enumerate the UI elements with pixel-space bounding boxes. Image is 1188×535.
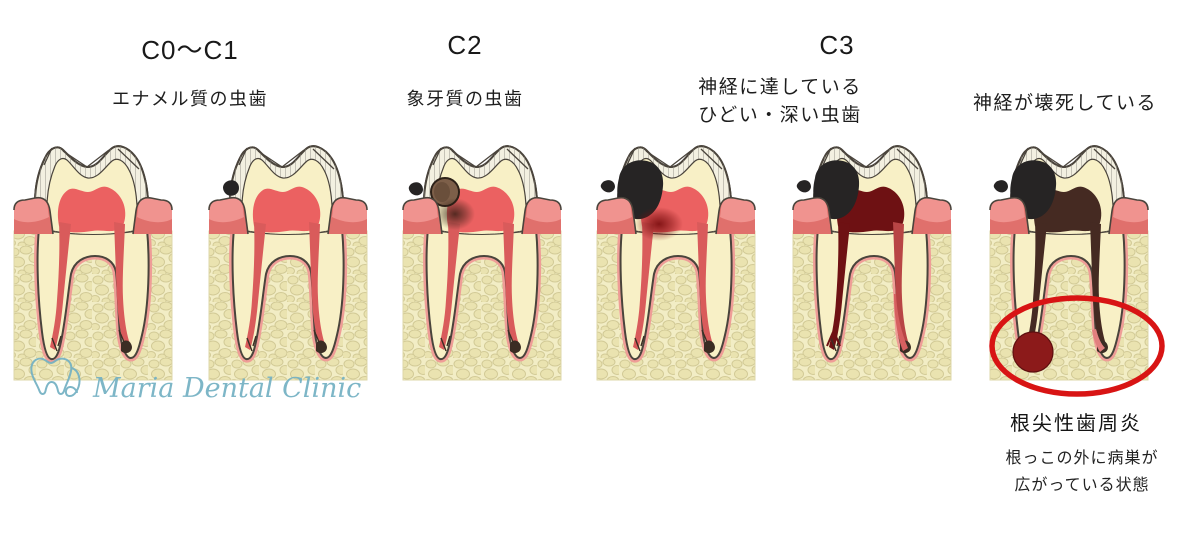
tooth-cross-section bbox=[208, 145, 368, 381]
stage-subtitle-c3-line2: ひどい・深い虫歯 bbox=[698, 105, 862, 126]
stage-subtitle-c0c1: エナメル質の虫歯 bbox=[112, 89, 268, 109]
tooth-logo-icon bbox=[30, 357, 81, 397]
apical-periodontitis-label: 根尖性歯周炎 bbox=[1010, 413, 1142, 435]
tooth-illustration-c1 bbox=[203, 134, 373, 384]
stage-title-c0c1: C0～C1 bbox=[141, 35, 239, 65]
tooth-illustration-c3-deep bbox=[591, 134, 761, 384]
watermark: Maria Dental Clinic bbox=[24, 354, 361, 406]
tooth-illustration-c3-advanced bbox=[787, 134, 957, 384]
stage-subtitle-necrosis: 神経が壊死している bbox=[973, 93, 1157, 114]
tooth-cross-section bbox=[13, 145, 173, 381]
apical-periodontitis-desc-line2: 広がっている状態 bbox=[1014, 477, 1150, 494]
stage-title-c3: C3 bbox=[819, 30, 855, 60]
tooth-cross-section bbox=[596, 145, 756, 381]
tooth-illustration-c0 bbox=[8, 134, 178, 384]
tooth-illustration-c2 bbox=[397, 134, 567, 384]
apical-periodontitis-desc-line1: 根っこの外に病巣が bbox=[1005, 450, 1159, 467]
tooth-cross-section bbox=[402, 145, 562, 381]
tooth-cross-section bbox=[792, 145, 952, 381]
stage-subtitle-c2: 象牙質の虫歯 bbox=[406, 89, 524, 109]
watermark-text: Maria Dental Clinic bbox=[93, 373, 362, 404]
lesion-highlight-ellipse bbox=[989, 295, 1165, 397]
stage-subtitle-c3-line1: 神経に達している bbox=[698, 77, 862, 98]
stage-title-c2: C2 bbox=[447, 30, 483, 60]
